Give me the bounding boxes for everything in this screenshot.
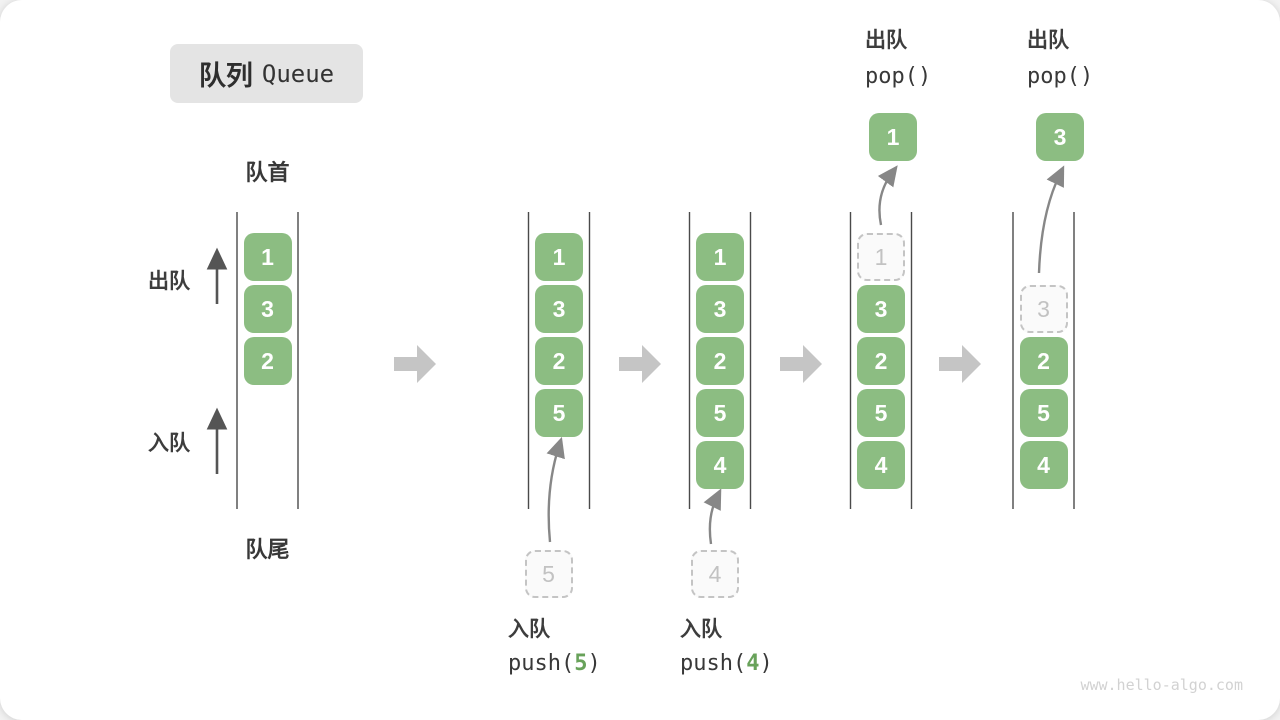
dequeue-side-label: 出队 [148, 270, 190, 293]
watermark: www.hello-algo.com [1080, 676, 1243, 694]
queue-cell: 2 [696, 337, 744, 385]
op-arg: 5 [574, 651, 588, 676]
queue-rear-label: 队尾 [245, 537, 290, 562]
queue-cell: 3 [857, 285, 905, 333]
queue-cell: 2 [857, 337, 905, 385]
queue-cell: 4 [1019, 441, 1068, 489]
queue-cell: 1 [243, 233, 292, 281]
enqueue-side-label: 入队 [148, 432, 190, 455]
title-en: Queue [261, 59, 335, 88]
queue-cell: 2 [1019, 337, 1068, 385]
queue-front-label: 队首 [245, 160, 290, 185]
op-label-zh: 出队 [1027, 29, 1069, 52]
op-arg: 4 [746, 651, 760, 676]
queue-cell: 4 [857, 441, 905, 489]
queue-cell: 5 [696, 389, 744, 437]
op-label-fn: push(5) [508, 651, 601, 676]
op-label-fn: push(4) [680, 651, 773, 676]
queue-cell: 2 [243, 337, 292, 385]
queue-cell: 1 [535, 233, 583, 281]
queue-cell: 5 [857, 389, 905, 437]
popped-cell: 3 [1036, 113, 1084, 161]
op-label-zh: 入队 [508, 618, 550, 641]
pending-cell: 5 [524, 550, 573, 598]
title-badge: 队列 Queue [170, 44, 363, 103]
op-label-zh: 入队 [680, 618, 722, 641]
queue-cell-ghost: 1 [857, 233, 905, 281]
queue-cell: 2 [535, 337, 583, 385]
title-zh: 队列 [198, 61, 253, 91]
queue-cell-ghost: 3 [1019, 285, 1068, 333]
queue-cell: 5 [1019, 389, 1068, 437]
queue-cell: 3 [696, 285, 744, 333]
op-label-fn: pop() [865, 64, 932, 89]
queue-cell: 1 [696, 233, 744, 281]
queue-cell: 3 [535, 285, 583, 333]
pending-cell: 4 [691, 550, 739, 598]
op-label-fn: pop() [1027, 64, 1094, 89]
popped-cell: 1 [869, 113, 917, 161]
queue-cell: 5 [535, 389, 583, 437]
queue-cell: 3 [243, 285, 292, 333]
queue-cell: 4 [696, 441, 744, 489]
op-label-zh: 出队 [865, 29, 907, 52]
